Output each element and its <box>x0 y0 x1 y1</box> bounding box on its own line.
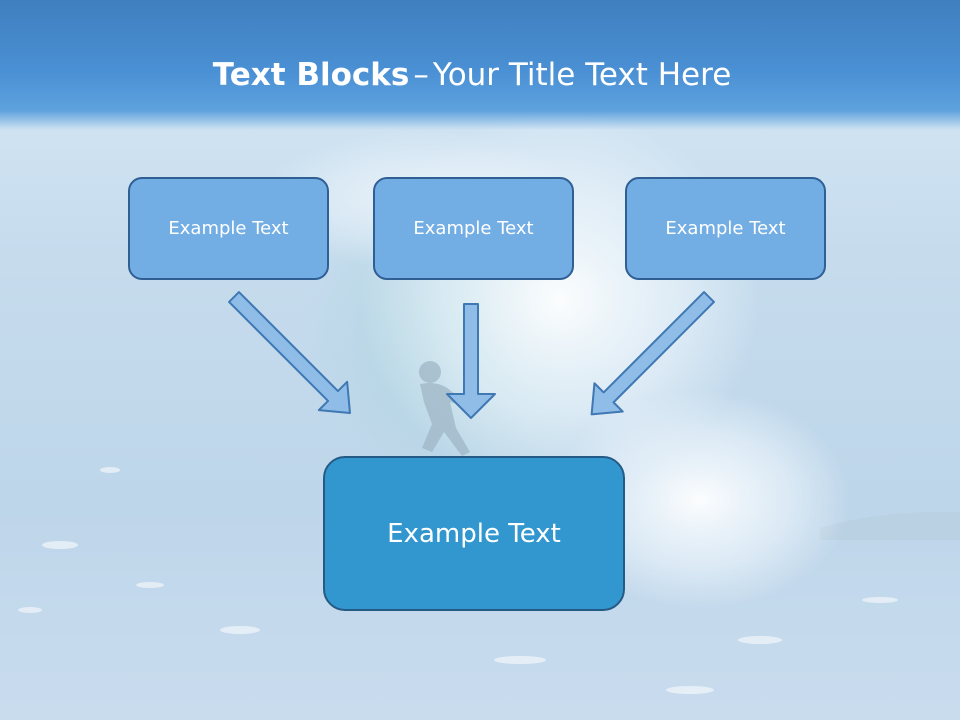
main-text-block-label: Example Text <box>387 518 561 549</box>
text-block-3-label: Example Text <box>665 218 786 239</box>
title-separator: – <box>413 57 429 93</box>
slide-title: Text Blocks–Your Title Text Here <box>0 52 944 98</box>
text-block-1: Example Text <box>128 177 329 280</box>
main-text-block: Example Text <box>323 456 625 611</box>
title-rest-text: Your Title Text Here <box>432 57 732 93</box>
text-block-2: Example Text <box>373 177 574 280</box>
text-block-3: Example Text <box>625 177 826 280</box>
text-block-2-label: Example Text <box>413 218 534 239</box>
title-bar <box>0 0 960 130</box>
title-bold-text: Text Blocks <box>212 57 410 93</box>
text-block-1-label: Example Text <box>168 218 289 239</box>
